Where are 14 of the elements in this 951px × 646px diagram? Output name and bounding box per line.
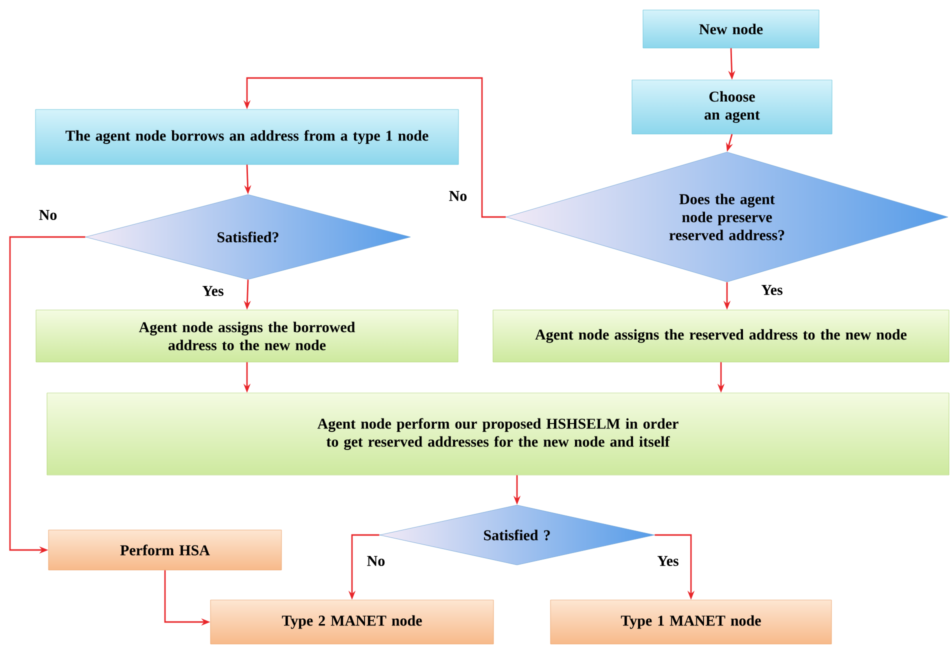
edge-label: No [448, 190, 468, 202]
process-box: Agent node assigns the reserved address to the new node [492, 310, 950, 362]
edge-label: Yes [201, 285, 225, 297]
process-box: Perform HSA [48, 530, 282, 570]
process-box: Type 1 MANET node [550, 600, 832, 644]
edge-label: No [38, 209, 58, 221]
edge-label: Yes [760, 284, 784, 296]
process-box: Agent node perform our proposed HSHSELM in order to get reserved addresses for the new node and itself [46, 392, 950, 476]
process-box: Agent node assigns the borrowed address to the new node [36, 310, 458, 362]
process-box: The agent node borrows an address from a type 1 node [35, 109, 459, 165]
edge-label: Yes [656, 555, 680, 567]
process-box: Type 2 MANET node [210, 600, 494, 644]
process-box: New node [642, 10, 820, 48]
process-box: Choose an agent [632, 80, 832, 134]
